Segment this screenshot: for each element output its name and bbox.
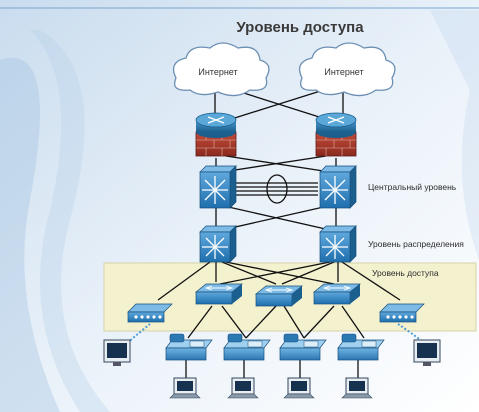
link <box>187 305 213 339</box>
background-stripes <box>0 10 479 412</box>
etherchannel-ellipse <box>266 174 288 204</box>
link <box>221 155 327 173</box>
multilayer-switch-icon <box>319 225 357 263</box>
router-icon <box>315 112 357 157</box>
cloud-label: Интернет <box>198 67 237 77</box>
hub-icon <box>127 303 173 323</box>
ip-phone-icon <box>223 333 271 361</box>
link <box>221 305 247 339</box>
monitor-icon <box>103 339 131 366</box>
link <box>225 261 335 285</box>
link <box>341 305 365 339</box>
distribution-layer-label: Уровень распределения <box>368 239 464 249</box>
link <box>221 205 329 231</box>
ip-phone-icon <box>165 333 213 361</box>
multilayer-switch-icon <box>199 225 237 263</box>
link <box>245 305 277 339</box>
internet-cloud: Интернет <box>172 42 270 97</box>
router-icon <box>195 112 237 157</box>
cloud-label: Интернет <box>324 67 363 77</box>
switch-icon <box>313 283 361 305</box>
diagram-title: Уровень доступа <box>236 19 364 36</box>
switch-icon <box>195 283 243 305</box>
multilayer-switch-icon <box>319 165 357 209</box>
pc-icon <box>169 377 201 399</box>
link <box>281 261 335 285</box>
link <box>303 305 335 339</box>
ip-phone-icon <box>337 333 385 361</box>
link <box>221 87 331 123</box>
switch-icon <box>255 285 303 307</box>
internet-cloud: Интернет <box>298 42 396 97</box>
link <box>227 87 336 123</box>
monitor-icon <box>413 339 441 366</box>
ip-phone-icon <box>279 333 327 361</box>
link <box>283 305 305 339</box>
core-layer-label: Центральный уровень <box>368 182 457 192</box>
link <box>221 261 277 285</box>
link <box>219 261 331 285</box>
link <box>341 261 401 301</box>
pc-icon <box>227 377 259 399</box>
hub-icon <box>379 303 425 323</box>
multilayer-switch-icon <box>199 165 237 209</box>
pc-icon <box>283 377 315 399</box>
access-layer-label: Уровень доступа <box>372 268 439 278</box>
pc-icon <box>341 377 373 399</box>
link <box>157 261 211 301</box>
network-links <box>157 87 401 378</box>
